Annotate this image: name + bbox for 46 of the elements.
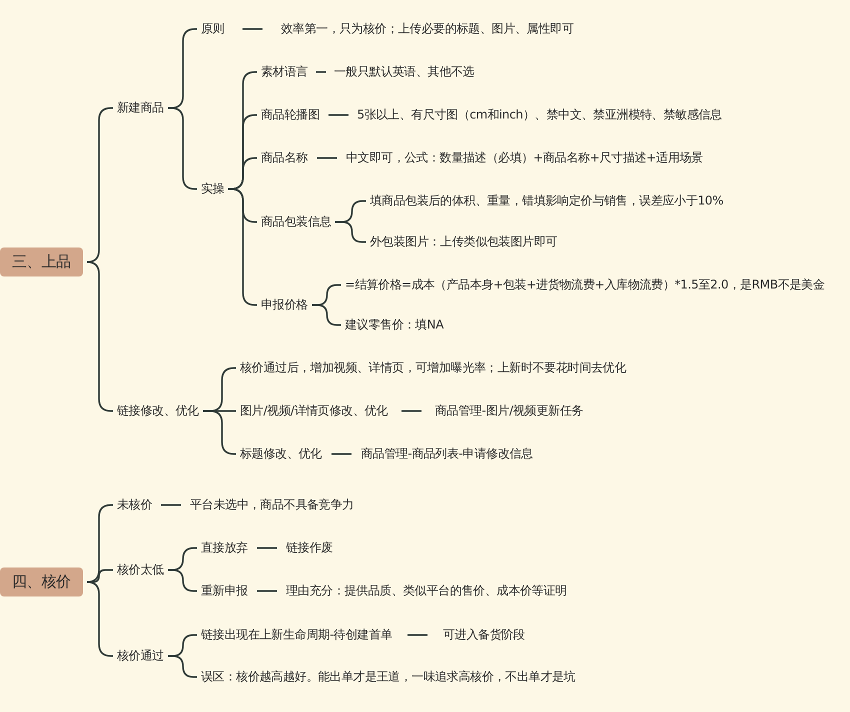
connector-line xyxy=(332,453,352,455)
topic-text: 填商品包装后的体积、重量，错填影响定价与销售，误差应小于10% xyxy=(370,192,724,210)
topic-text: 商品管理-图片/视频更新任务 xyxy=(435,402,584,420)
topic-text: 商品包装信息 xyxy=(261,214,332,230)
topic-text: 核价通过 xyxy=(117,648,164,664)
topic-text: 误区：核价越高越好。能出单才是王道，一味追求高核价，不出单才是坑 xyxy=(201,668,576,686)
connector-line xyxy=(408,634,428,636)
connector-line xyxy=(242,28,262,30)
connector-line xyxy=(257,590,277,592)
topic-text: 链接作废 xyxy=(286,540,333,556)
connector-line xyxy=(161,504,181,506)
topic-text: 图片/视频/详情页修改、优化 xyxy=(240,402,388,420)
topic-text: 平台未选中，商品不具备竞争力 xyxy=(190,496,354,514)
topic-text: 中文即可，公式：数量描述（必填）+商品名称+尺寸描述+适用场景 xyxy=(346,150,703,166)
topic-text: 链接出现在上新生命周期-待创建首单 xyxy=(201,626,392,644)
topic-box: 三、上品 xyxy=(0,248,83,276)
topic-text: 实操 xyxy=(201,180,224,198)
topic-text: 建议零售价：填NA xyxy=(345,316,444,334)
topic-text: 原则 xyxy=(201,20,224,38)
topic-text: =结算价格=成本（产品本身+包装+进货物流费+入库物流费）*1.5至2.0，是RMB不是美金 xyxy=(345,276,825,294)
connector-line xyxy=(328,114,348,116)
connector-line xyxy=(317,157,337,159)
topic-text: 外包装图片：上传类似包装图片即可 xyxy=(370,234,558,250)
topic-text: 一般只默认英语、其他不选 xyxy=(334,64,474,80)
topic-text: 可进入备货阶段 xyxy=(443,626,525,644)
connector-line xyxy=(316,71,326,73)
topic-text: 核价太低 xyxy=(117,562,164,578)
topic-text: 商品名称 xyxy=(261,150,308,166)
topic-text: 未核价 xyxy=(117,496,152,514)
topic-text: 链接修改、优化 xyxy=(117,402,199,420)
topic-text: 申报价格 xyxy=(261,296,308,314)
topic-text: 理由充分：提供品质、类似平台的售价、成本价等证明 xyxy=(286,582,567,600)
topic-text: 核价通过后，增加视频、详情页，可增加曝光率；上新时不要花时间去优化 xyxy=(240,360,626,376)
topic-text: 标题修改、优化 xyxy=(240,446,322,462)
topic-text: 重新申报 xyxy=(201,582,248,600)
topic-box: 四、核价 xyxy=(0,568,83,596)
topic-text: 直接放弃 xyxy=(201,540,248,556)
connector-line xyxy=(87,569,113,583)
topic-text: 商品管理-商品列表-申请修改信息 xyxy=(361,446,533,462)
topic-text: 素材语言 xyxy=(261,64,308,80)
topic-text: 效率第一，只为核价；上传必要的标题、图片、属性即可 xyxy=(281,20,574,38)
topic-text: 商品轮播图 xyxy=(261,106,320,124)
connector-line xyxy=(402,410,422,412)
topic-text: 5张以上、有尺寸图（cm和inch）、禁中文、禁亚洲模特、禁敏感信息 xyxy=(357,106,722,124)
connector-line xyxy=(257,547,277,549)
topic-text: 新建商品 xyxy=(117,100,164,116)
